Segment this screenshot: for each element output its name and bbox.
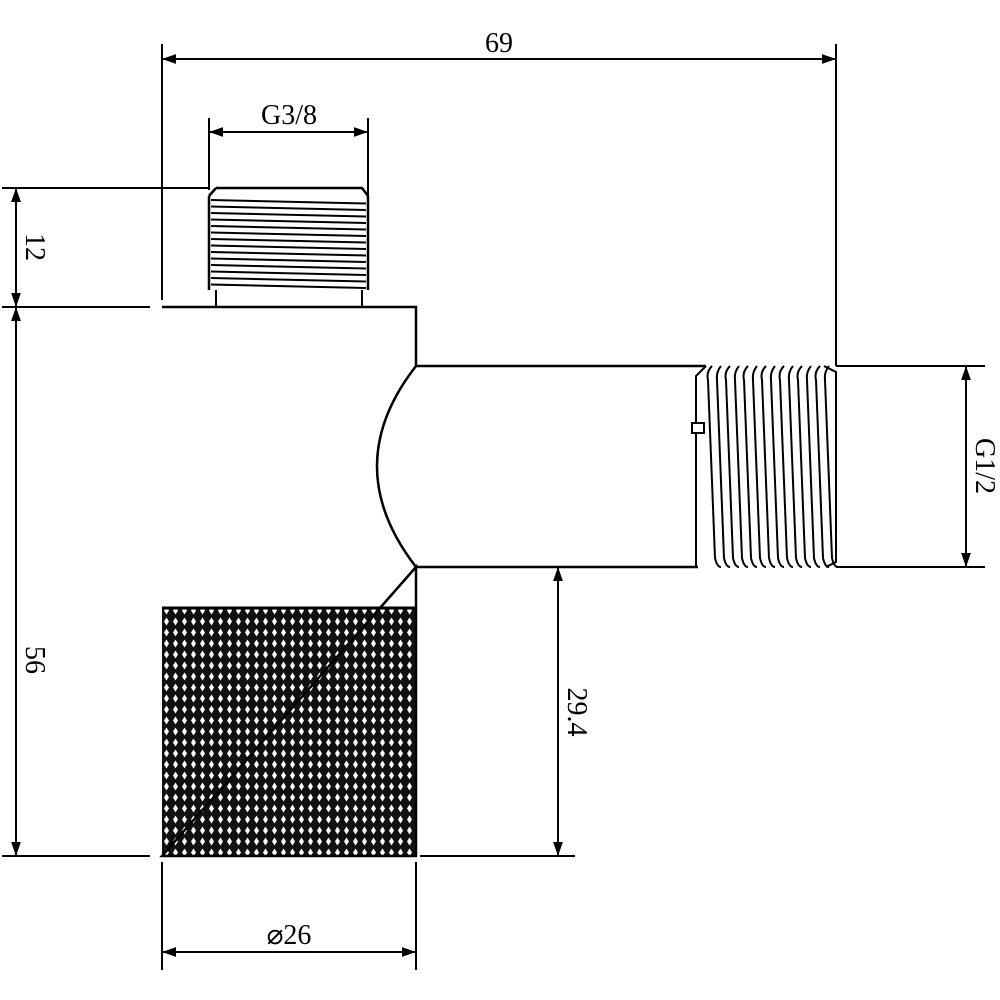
main-body (159, 305, 418, 858)
dim-text-side-thread: G1/2 (969, 438, 1000, 494)
side-thread-lines (706, 365, 839, 568)
top-thread-lines (210, 199, 367, 289)
dim-text-outlet-height: 29.4 (561, 688, 592, 737)
knurled-grip (162, 608, 416, 856)
dim-text-overall-width: 69 (485, 28, 513, 59)
side-outlet (375, 364, 706, 569)
thread-relief-notch (691, 422, 705, 434)
top-threaded-connector (207, 186, 370, 307)
extension-lines (2, 44, 985, 970)
intersection-curve (375, 365, 417, 568)
body-outline (159, 305, 418, 858)
dimension-lines (11, 54, 971, 957)
dim-text-diameter: ⌀26 (267, 920, 312, 951)
dim-text-body-height: 56 (19, 646, 50, 674)
side-threaded-connector (691, 365, 839, 568)
dim-text-top-thread: G3/8 (261, 100, 317, 131)
dim-text-top-thread-height: 12 (19, 233, 50, 261)
